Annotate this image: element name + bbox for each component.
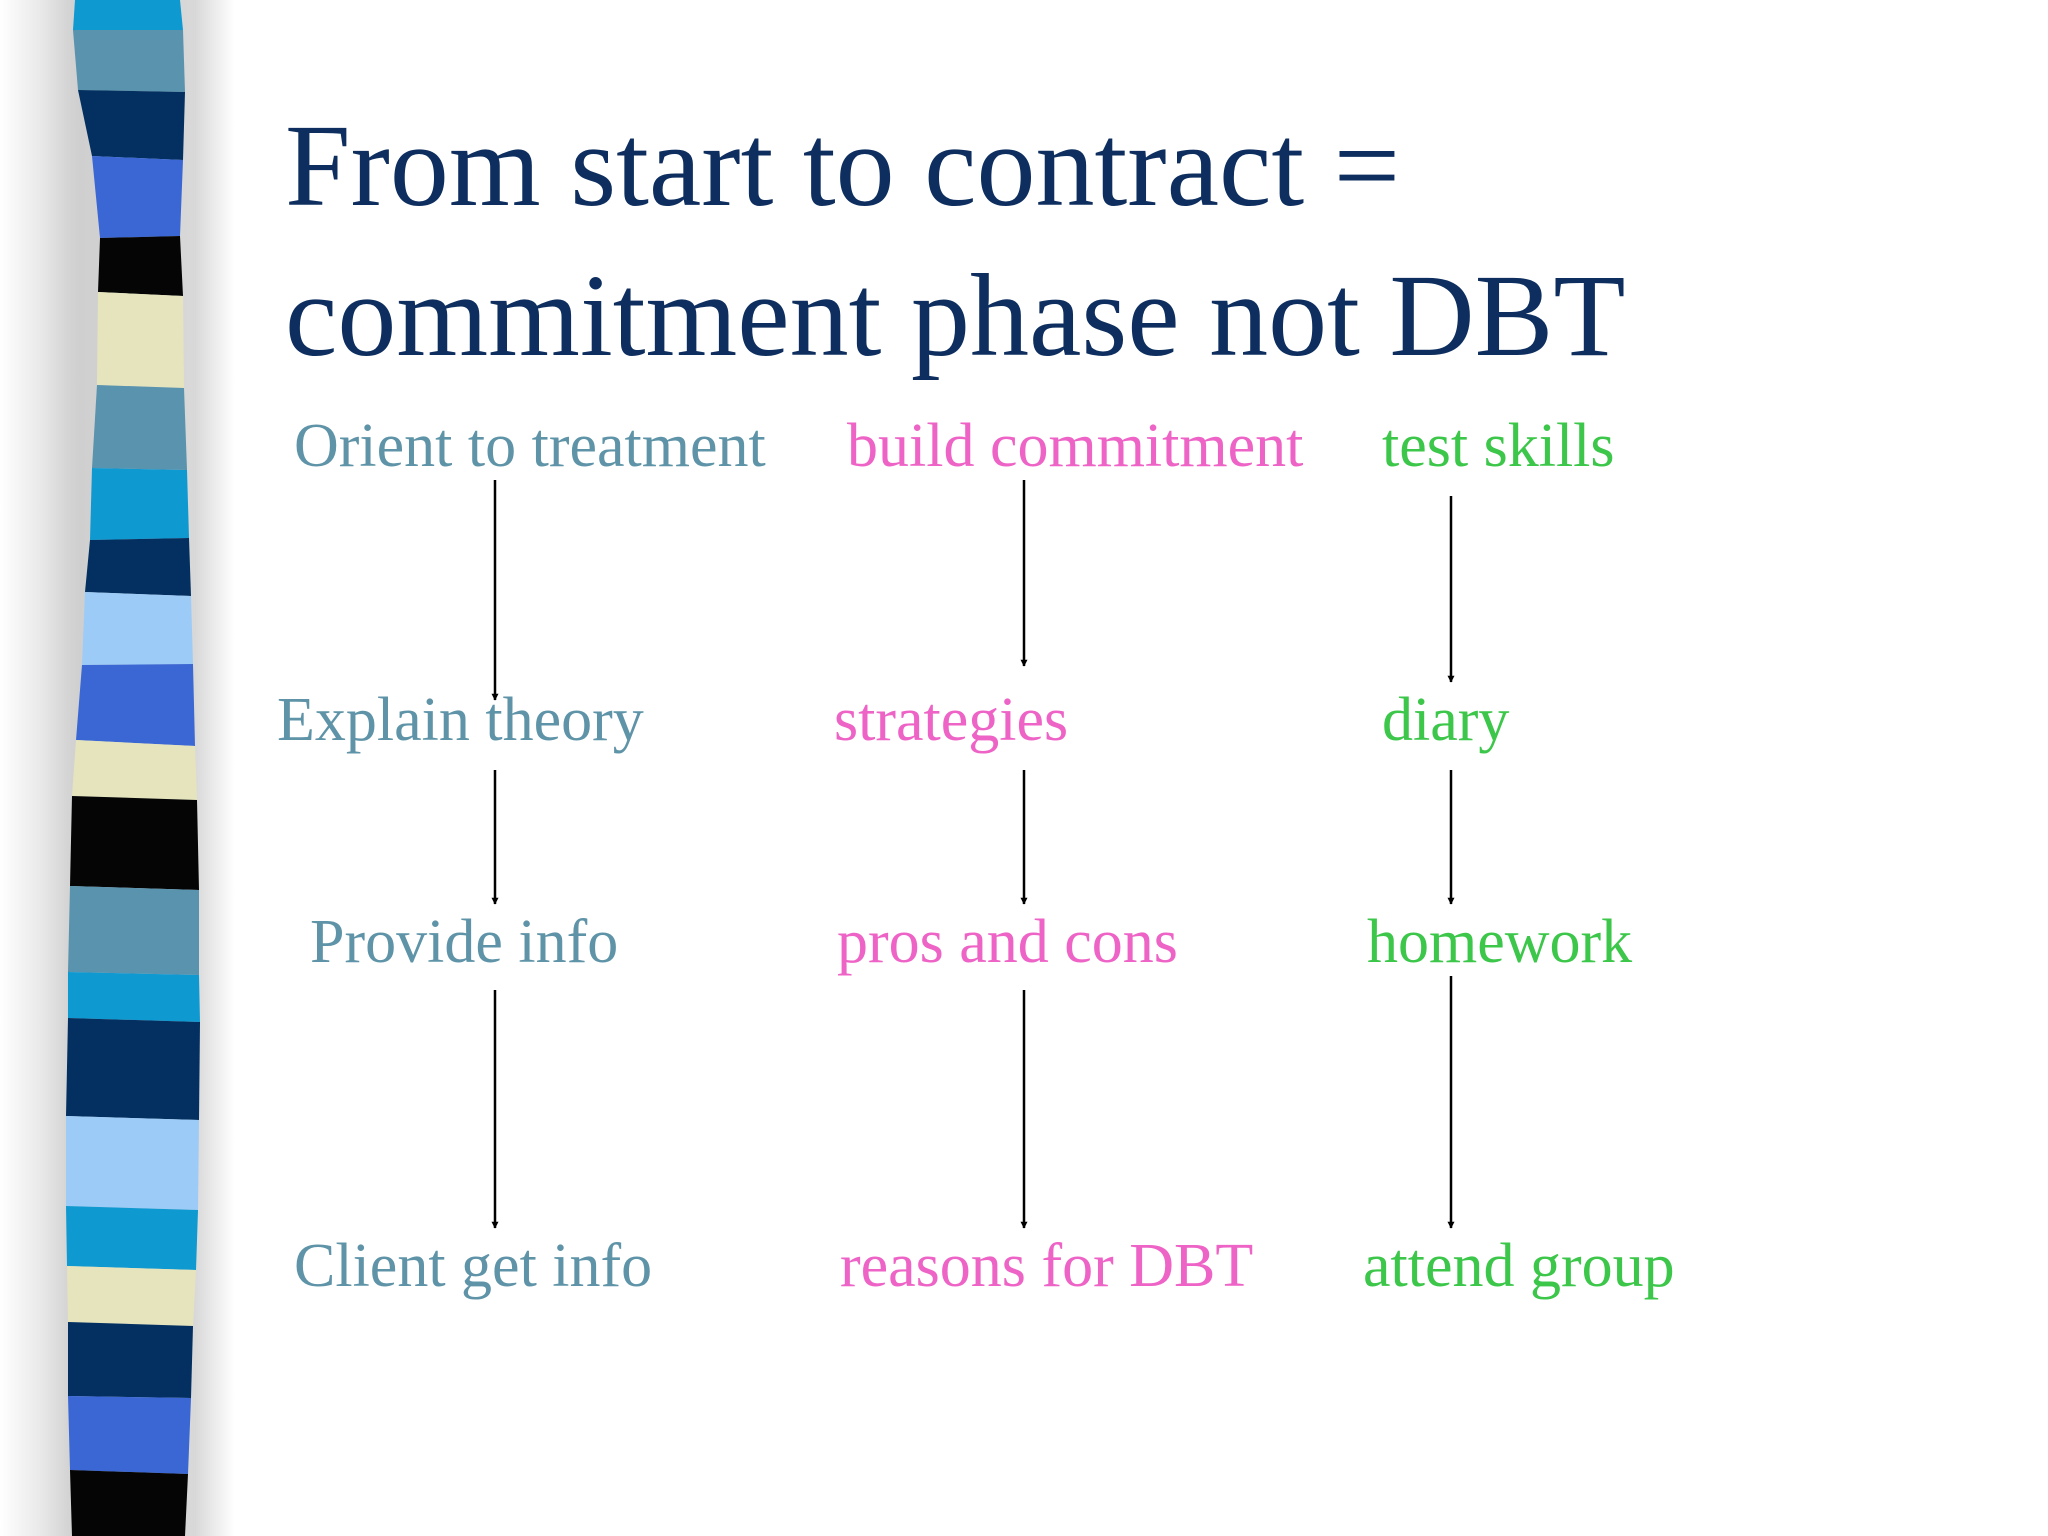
stripe-band	[66, 1116, 199, 1210]
title-line-2: commitment phase not DBT	[285, 250, 1626, 381]
stripe-band	[68, 1322, 193, 1398]
node-test-skills: test skills	[1382, 412, 1615, 480]
stripe-band	[66, 1206, 198, 1270]
title-line-1: From start to contract =	[285, 100, 1401, 231]
stripe-band	[67, 1266, 196, 1326]
stripe-band	[76, 664, 195, 746]
node-provide-info: Provide info	[310, 908, 619, 976]
stripe-band	[68, 1396, 191, 1474]
stripe-band	[92, 385, 187, 470]
stripe-band	[68, 886, 199, 975]
stripe-band	[97, 292, 184, 388]
node-homework: homework	[1367, 908, 1633, 976]
node-explain-theory: Explain theory	[277, 686, 644, 754]
node-client-get-info: Client get info	[294, 1232, 653, 1300]
node-orient-to-treatment: Orient to treatment	[294, 412, 766, 480]
stripe-band	[70, 1470, 188, 1536]
stripe-band	[78, 90, 185, 160]
node-pros-and-cons: pros and cons	[837, 908, 1178, 976]
stripe-band	[98, 236, 183, 296]
stripe-band	[85, 538, 191, 596]
stripe-band	[66, 1018, 200, 1120]
node-reasons-for-dbt: reasons for DBT	[840, 1232, 1254, 1300]
stripe-band	[82, 592, 193, 665]
node-build-commitment: build commitment	[847, 412, 1304, 480]
node-attend-group: attend group	[1363, 1232, 1675, 1300]
stripe-band	[70, 796, 199, 890]
stripe-band	[92, 156, 183, 238]
stripe-band	[90, 468, 189, 540]
node-strategies: strategies	[834, 686, 1069, 754]
node-diary: diary	[1382, 686, 1510, 754]
stripe-band	[68, 972, 200, 1022]
stripe-band	[73, 30, 185, 92]
stripe-band	[73, 0, 183, 30]
stripe-band	[72, 740, 197, 800]
